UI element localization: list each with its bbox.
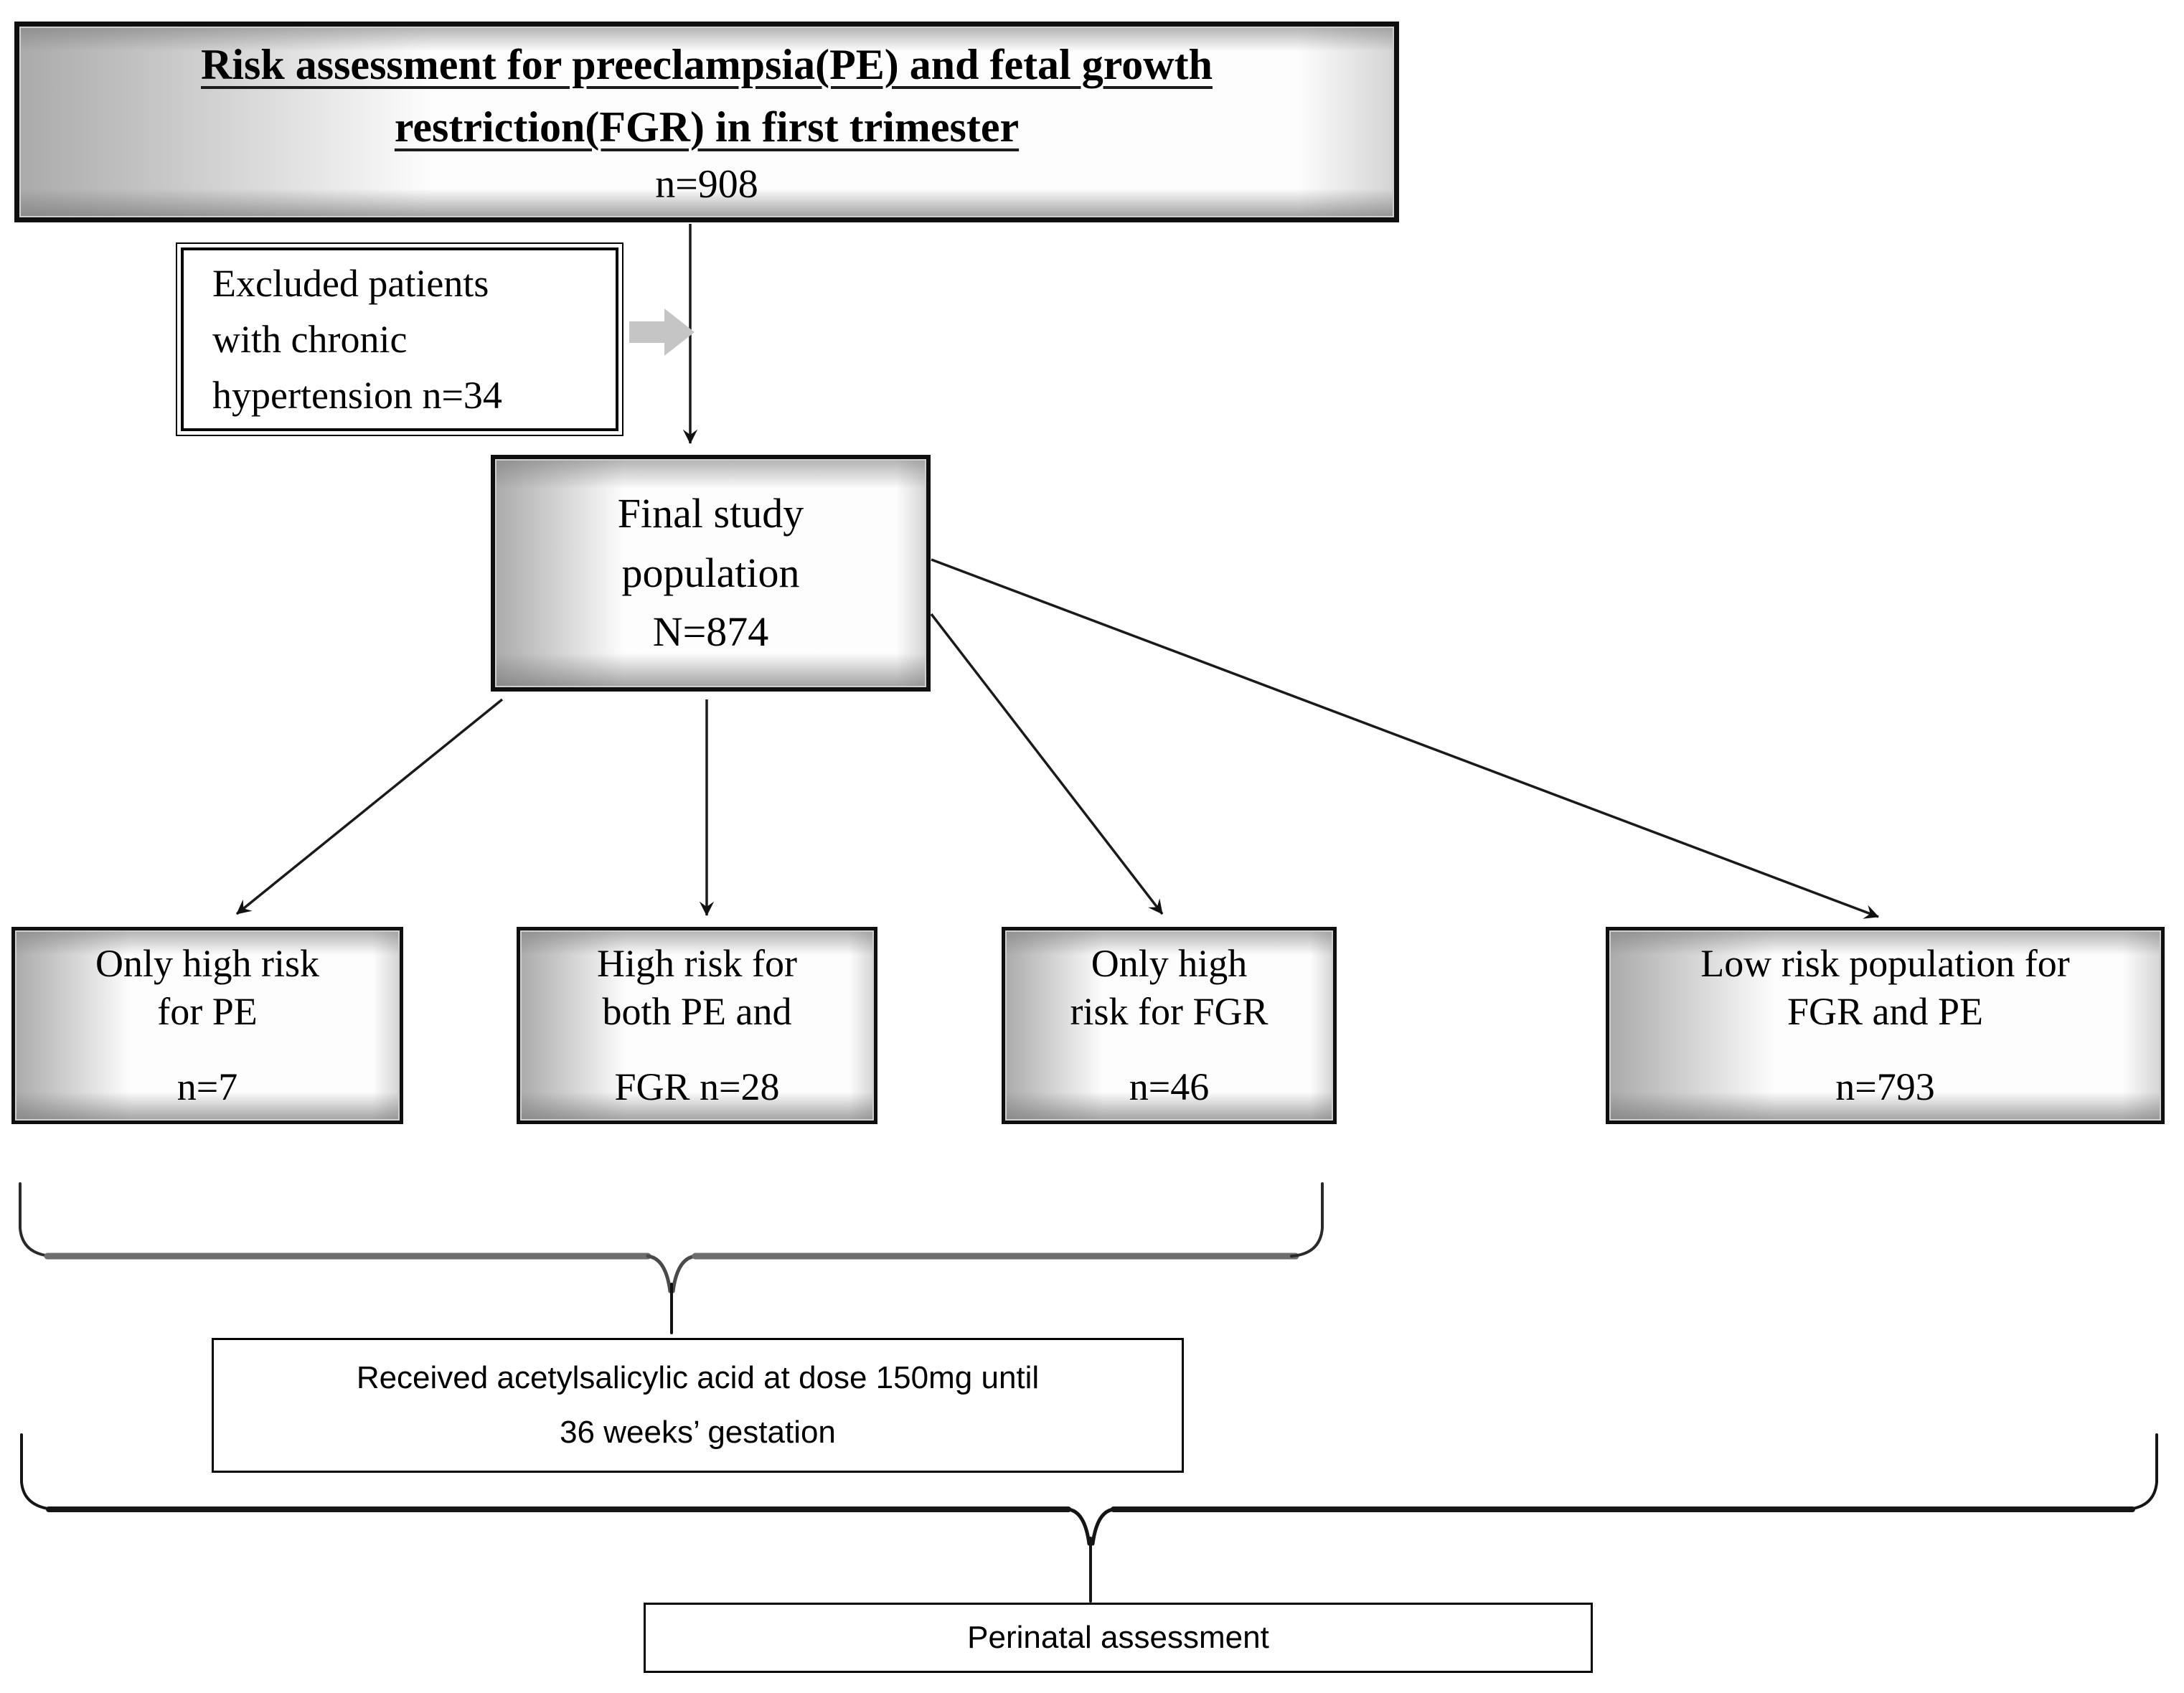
low-risk-line2: FGR and PE: [1787, 990, 1984, 1034]
final-line1: Final study: [617, 490, 804, 537]
perinatal-label: Perinatal assessment: [967, 1620, 1269, 1655]
excluded-line2: with chronic: [212, 317, 408, 361]
node-excluded-patients: Excluded patients with chronic hypertens…: [176, 242, 623, 436]
both-line2: both PE and: [602, 990, 792, 1034]
node-low-risk-population: Low risk population for FGR and PE n=793: [1606, 927, 2165, 1124]
brace-high-risk-group: [19, 1182, 1324, 1334]
excluded-line1: Excluded patients: [212, 261, 489, 305]
excluded-line3: hypertension n=34: [212, 374, 502, 418]
risk-assessment-title: Risk assessment for preeclampsia(PE) and…: [201, 34, 1213, 159]
only-fgr-line1: Only high: [1091, 942, 1248, 986]
arrow-final-to-only-fgr: [930, 613, 1164, 915]
risk-count: n=908: [655, 161, 758, 207]
brace-all-group: [20, 1433, 2158, 1603]
final-line2: population: [621, 549, 800, 596]
node-only-high-risk-pe: Only high risk for PE n=7: [11, 927, 403, 1124]
low-risk-line1: Low risk population for: [1700, 942, 2070, 986]
only-fgr-count: n=46: [1129, 1065, 1210, 1108]
node-aspirin-treatment: Received acetylsalicylic acid at dose 15…: [212, 1338, 1184, 1473]
arrow-final-to-only-pe: [235, 698, 504, 915]
aspirin-line2: 36 weeks’ gestation: [560, 1415, 836, 1450]
low-risk-count: n=793: [1835, 1065, 1935, 1108]
only-pe-line2: for PE: [157, 990, 258, 1034]
only-fgr-line2: risk for FGR: [1070, 990, 1268, 1034]
arrow-final-to-low-risk: [931, 558, 1879, 919]
final-count: N=874: [652, 608, 769, 656]
title-line2: restriction(FGR) in first trimester: [394, 103, 1020, 151]
node-only-high-risk-fgr: Only high risk for FGR n=46: [1002, 927, 1337, 1124]
both-line1: High risk for: [597, 942, 797, 986]
aspirin-line1: Received acetylsalicylic acid at dose 15…: [356, 1360, 1040, 1396]
both-count: FGR n=28: [614, 1065, 780, 1108]
only-pe-count: n=7: [176, 1065, 238, 1108]
only-pe-line1: Only high risk: [95, 942, 319, 986]
node-high-risk-both: High risk for both PE and FGR n=28: [517, 927, 877, 1124]
node-risk-assessment: Risk assessment for preeclampsia(PE) and…: [14, 22, 1399, 222]
excluded-block-arrow-icon: [629, 308, 695, 356]
node-perinatal-assessment: Perinatal assessment: [644, 1603, 1593, 1673]
title-line1: Risk assessment for preeclampsia(PE) and…: [201, 40, 1213, 88]
node-final-population: Final study population N=874: [491, 455, 931, 692]
